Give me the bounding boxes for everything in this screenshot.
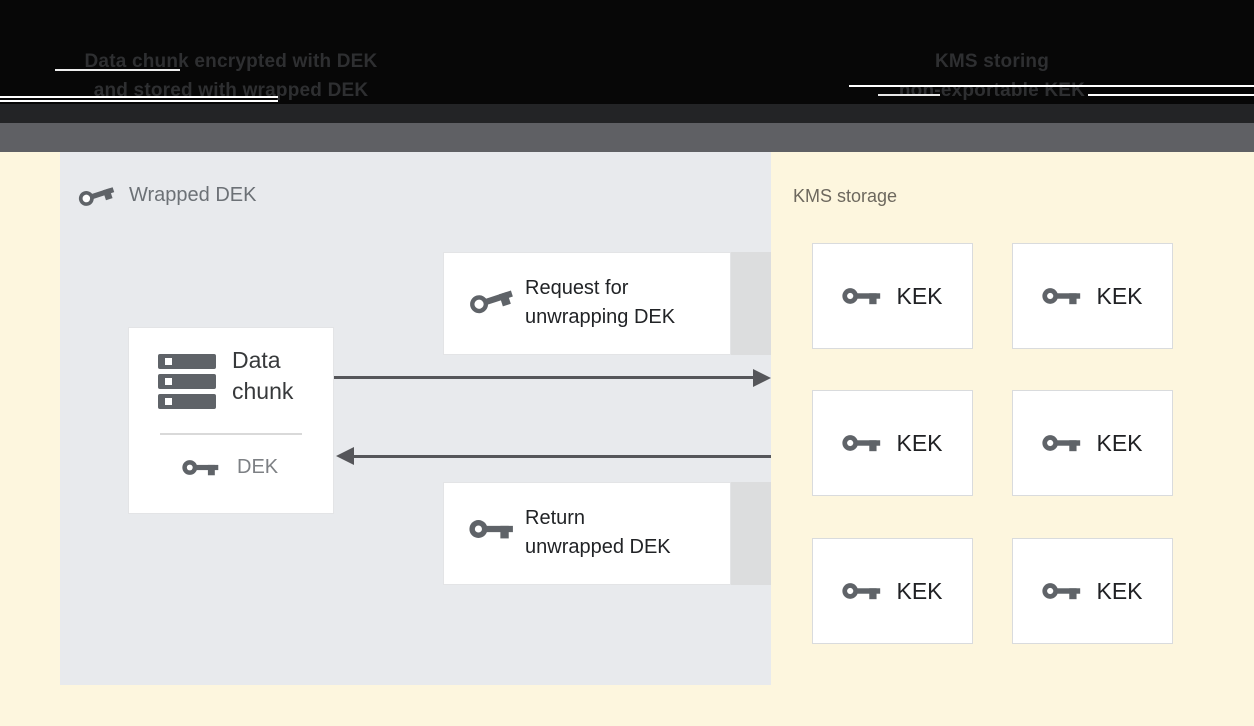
key-icon	[469, 516, 515, 542]
key-icon	[1042, 432, 1082, 454]
return-line: Return	[525, 507, 586, 529]
request-line: Request for	[525, 277, 629, 299]
return-unwrapped-box: Return unwrapped DEK	[443, 482, 731, 585]
render-artifact-line	[1088, 94, 1254, 96]
kms-storage-label: KMS storage	[793, 186, 898, 206]
caption-line: Data chunk encrypted with DEK	[84, 51, 378, 72]
render-artifact-line	[849, 85, 1254, 87]
kek-box: KEK	[1012, 243, 1173, 349]
kek-box: KEK	[812, 243, 973, 349]
return-arrow-line	[351, 455, 771, 458]
request-box-tab	[730, 252, 771, 355]
request-unwrap-box: Request for unwrapping DEK	[443, 252, 731, 355]
request-arrowhead-icon	[753, 369, 771, 387]
data-chunk-box: Data chunk DEK	[128, 327, 334, 514]
data-chunk-title-line: Data	[232, 347, 281, 373]
kek-label: KEK	[896, 282, 943, 309]
caption-line: and stored with wrapped DEK	[93, 80, 369, 101]
caption-kms: KMS storing non-exportable KEK	[821, 47, 1163, 105]
storage-stack-icon	[158, 354, 216, 409]
kek-box: KEK	[1012, 538, 1173, 644]
render-artifact-line	[55, 69, 180, 71]
return-arrowhead-icon	[336, 447, 354, 465]
wrapped-dek-label: Wrapped DEK	[78, 178, 256, 212]
kek-label: KEK	[1096, 282, 1143, 309]
key-icon	[842, 580, 882, 602]
kek-label: KEK	[896, 577, 943, 604]
key-icon	[464, 275, 519, 325]
request-line: unwrapping DEK	[525, 306, 676, 328]
request-unwrap-text: Request for unwrapping DEK	[525, 274, 675, 332]
header-dark-band-lower	[0, 104, 1254, 123]
key-icon	[842, 285, 882, 307]
kek-box: KEK	[1012, 390, 1173, 496]
render-artifact-line	[0, 100, 278, 102]
return-line: unwrapped DEK	[525, 536, 671, 558]
kek-label: KEK	[896, 429, 943, 456]
kek-label: KEK	[1096, 429, 1143, 456]
return-unwrapped-text: Return unwrapped DEK	[525, 504, 671, 562]
data-chunk-title-line: chunk	[232, 378, 294, 404]
caption-line: KMS storing	[934, 51, 1050, 72]
dek-row: DEK	[182, 456, 278, 479]
key-icon	[182, 457, 220, 478]
dek-label: DEK	[237, 456, 279, 478]
kek-label: KEK	[1096, 577, 1143, 604]
render-artifact-line	[878, 94, 940, 96]
divider	[160, 433, 302, 435]
render-artifact-line	[0, 96, 278, 98]
caption-line: non-exportable KEK	[898, 80, 1086, 101]
kek-box: KEK	[812, 390, 973, 496]
kek-box: KEK	[812, 538, 973, 644]
wrapped-dek-label-text: Wrapped DEK	[129, 184, 257, 206]
data-chunk-title: Data chunk	[232, 345, 293, 407]
key-icon	[842, 432, 882, 454]
caption-wrapped-dek: Data chunk encrypted with DEK and stored…	[60, 47, 402, 105]
header-gray-band	[0, 123, 1254, 152]
key-icon	[1042, 285, 1082, 307]
key-icon	[1042, 580, 1082, 602]
key-icon	[74, 175, 119, 215]
return-box-tab	[730, 482, 771, 585]
request-arrow-line	[334, 376, 757, 379]
